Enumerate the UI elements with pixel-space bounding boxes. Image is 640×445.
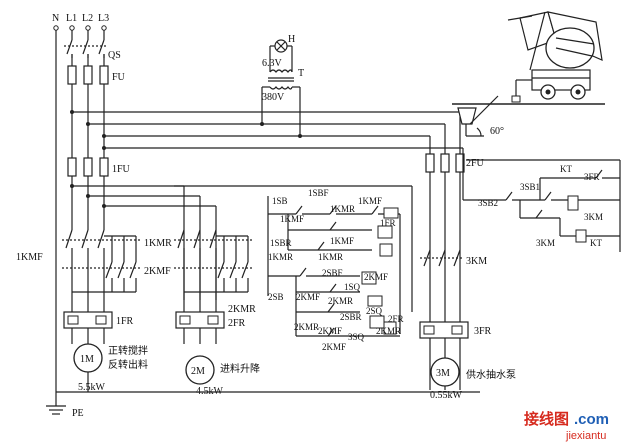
supply-buses <box>53 25 107 392</box>
fu-fuses <box>67 65 109 85</box>
label-3sb2: 3SB2 <box>478 198 498 208</box>
label-2kmf-c3: 2KMF <box>318 326 342 336</box>
label-1fu: 1FU <box>112 164 131 175</box>
branch-buses <box>70 184 413 312</box>
label-1kmf: 1KMF <box>16 252 43 263</box>
label-2fu: 2FU <box>466 158 485 169</box>
label-2kmf-a: 2KMF <box>144 266 171 277</box>
qs-switch <box>62 39 112 58</box>
label-1sq: 1SQ <box>344 282 361 292</box>
motor-1m-power: 5.5kW <box>78 382 106 393</box>
label-1kmr-c1: 1KMR <box>330 204 355 214</box>
m2-contactors <box>174 229 252 312</box>
label-3km-coil: 3KM <box>584 212 603 222</box>
label-2sb: 2SB <box>268 292 284 302</box>
label-kt-c: KT <box>560 164 572 174</box>
label-380v: 380V <box>262 92 285 103</box>
label-2kmf-c4: 2KMF <box>322 342 346 352</box>
label-3km: 3KM <box>466 256 487 267</box>
ground-pe <box>46 391 480 415</box>
label-fu: FU <box>112 72 126 83</box>
label-1kmr-c2: 1KMR <box>268 252 293 262</box>
motor-3m-id: 3M <box>436 368 450 379</box>
label-l2: L2 <box>82 13 93 24</box>
motor-2m-desc: 进料升降 <box>220 362 260 375</box>
label-6-3v: 6.3V <box>262 58 283 69</box>
m3-contactors <box>420 249 464 267</box>
label-2kmf-c2: 2KMF <box>296 292 320 302</box>
label-60-degree: 60° <box>490 126 504 137</box>
m1-contactors <box>62 229 140 312</box>
fuses-1fu <box>67 157 109 230</box>
m3-overload <box>419 321 469 339</box>
label-2kmf-c1: 2KMF <box>364 272 388 282</box>
label-2kmr-main: 2KMR <box>228 304 256 315</box>
m1-overload <box>63 311 113 344</box>
motor-1m-desc2: 反转出料 <box>108 358 148 371</box>
watermark-dot-com: .com <box>574 411 609 428</box>
label-1kmf-c2: 1KMF <box>358 196 382 206</box>
lamp-transformer <box>260 39 302 138</box>
label-2fr-c: 2FR <box>388 314 404 324</box>
label-l3: L3 <box>98 13 109 24</box>
watermark-main: 接线图 <box>524 410 569 428</box>
motor-1m-desc1: 正转搅拌 <box>108 344 148 357</box>
label-1kmr-c3: 1KMR <box>318 252 343 262</box>
motor-1m-id: 1M <box>80 354 94 365</box>
label-1sb: 1SB <box>272 196 288 206</box>
m2-overload <box>175 311 225 344</box>
label-1kmf-c1: 1KMF <box>280 214 304 224</box>
motor-2m <box>185 355 215 385</box>
label-2sbr: 2SBR <box>340 312 362 322</box>
label-1kmr: 1KMR <box>144 238 172 249</box>
label-l1: L1 <box>66 13 77 24</box>
label-3sq: 3SQ <box>348 332 365 342</box>
label-1sbf: 1SBF <box>308 188 329 198</box>
motor-3m-desc: 供水抽水泵 <box>466 368 516 381</box>
motor-1m <box>73 343 103 392</box>
control-circuit <box>267 196 401 337</box>
label-2kmr-c2: 2KMR <box>294 322 319 332</box>
label-kt-coil: KT <box>590 238 602 248</box>
label-1kmf-c3: 1KMF <box>330 236 354 246</box>
fuses-2fu <box>425 153 465 173</box>
motor-3m <box>430 357 460 387</box>
label-2fr: 2FR <box>228 318 246 329</box>
watermark-url: jiexiantu <box>565 430 606 442</box>
label-2kmr-c1: 2KMR <box>328 296 353 306</box>
label-2kmr-c3: 2KMR <box>376 326 401 336</box>
label-3fr: 3FR <box>474 326 492 337</box>
label-3fr-c: 3FR <box>584 172 600 182</box>
label-qs: QS <box>108 50 121 61</box>
label-t: T <box>298 68 304 79</box>
motor-2m-id: 2M <box>191 366 205 377</box>
label-h: H <box>288 34 295 45</box>
label-1fr: 1FR <box>116 316 134 327</box>
motor-3m-power: 0.55kW <box>430 390 463 401</box>
label-2sbf: 2SBF <box>322 268 343 278</box>
label-3sb1: 3SB1 <box>520 182 540 192</box>
right-control <box>462 148 621 252</box>
label-n: N <box>52 13 59 24</box>
label-3km-c2: 3KM <box>536 238 555 248</box>
label-1sbr: 1SBR <box>270 238 292 248</box>
mixer-illustration <box>452 11 605 137</box>
label-1fr-c: 1FR <box>380 218 396 228</box>
label-pe: PE <box>72 408 84 419</box>
label-2sq: 2SQ <box>366 306 383 316</box>
